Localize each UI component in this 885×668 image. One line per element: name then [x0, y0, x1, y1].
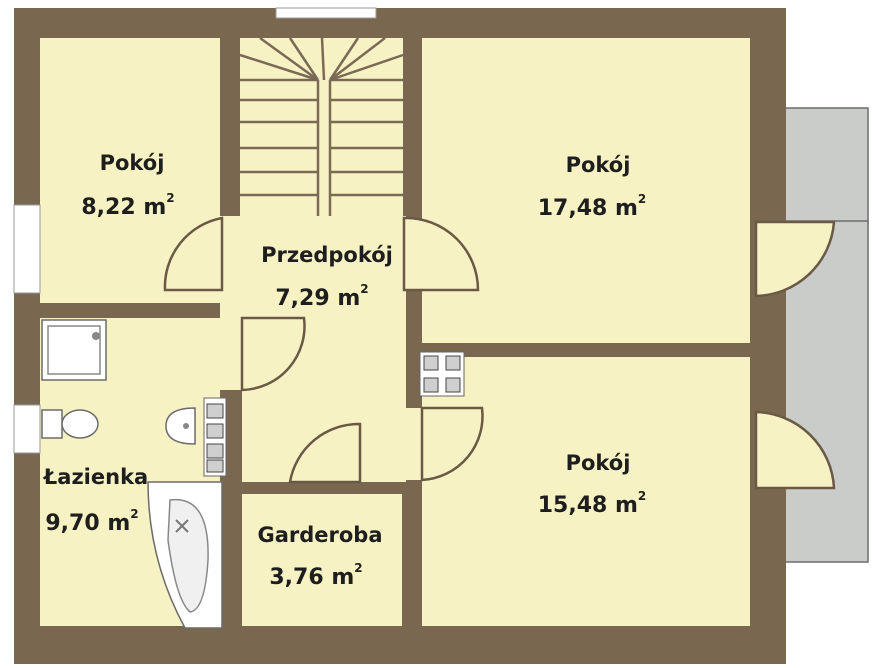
cooktop-icon — [203, 397, 227, 477]
staircase-icon — [239, 36, 404, 216]
floor-garderoba — [242, 494, 402, 626]
door-pokoj-large[interactable] — [402, 216, 480, 292]
room-area: 7,29 m2 — [275, 282, 368, 311]
room-pokoj-small: Pokój 8,22 m2 — [81, 151, 174, 220]
door-garderoba[interactable] — [288, 422, 362, 484]
door-lazienka[interactable] — [240, 316, 306, 392]
floor-pokoj-bottom — [422, 357, 750, 626]
window-left-lower — [13, 404, 41, 454]
room-area: 3,76 m2 — [269, 561, 362, 590]
bathtub-icon — [147, 481, 223, 629]
door-terrace-upper[interactable] — [754, 220, 836, 298]
room-name: Pokój — [566, 451, 631, 475]
room-pokoj-large: Pokój 17,48 m2 — [538, 153, 647, 221]
room-przedpokoj: Przedpokój 7,29 m2 — [261, 243, 393, 311]
sink-icon — [165, 407, 196, 445]
room-pokoj-bottom: Pokój 15,48 m2 — [538, 451, 647, 518]
room-name: Pokój — [566, 153, 631, 177]
room-area: 17,48 m2 — [538, 192, 647, 221]
cooktop-icon — [419, 351, 465, 397]
door-pokoj-small[interactable] — [163, 216, 224, 292]
door-pokoj-bottom[interactable] — [420, 406, 484, 482]
terrace-upper — [773, 107, 869, 224]
door-terrace-lower[interactable] — [754, 410, 836, 490]
floor-pokoj-large — [422, 38, 750, 343]
shower-tray-icon — [41, 319, 107, 381]
room-area: 15,48 m2 — [538, 489, 647, 518]
room-name: Pokój — [100, 151, 165, 175]
window-left-upper — [13, 204, 41, 294]
room-lazienka: Łazienka 9,70 m2 — [43, 465, 148, 536]
room-garderoba: Garderoba 3,76 m2 — [257, 523, 382, 590]
room-area: 8,22 m2 — [81, 191, 174, 220]
floor-staircase — [240, 38, 403, 216]
room-name: Łazienka — [43, 465, 148, 489]
toilet-icon — [41, 409, 99, 439]
window-top — [275, 7, 377, 19]
room-area: 9,70 m2 — [45, 507, 138, 536]
room-name: Przedpokój — [261, 243, 393, 267]
room-name: Garderoba — [257, 523, 382, 547]
floor-lazienka-upper — [220, 318, 242, 390]
